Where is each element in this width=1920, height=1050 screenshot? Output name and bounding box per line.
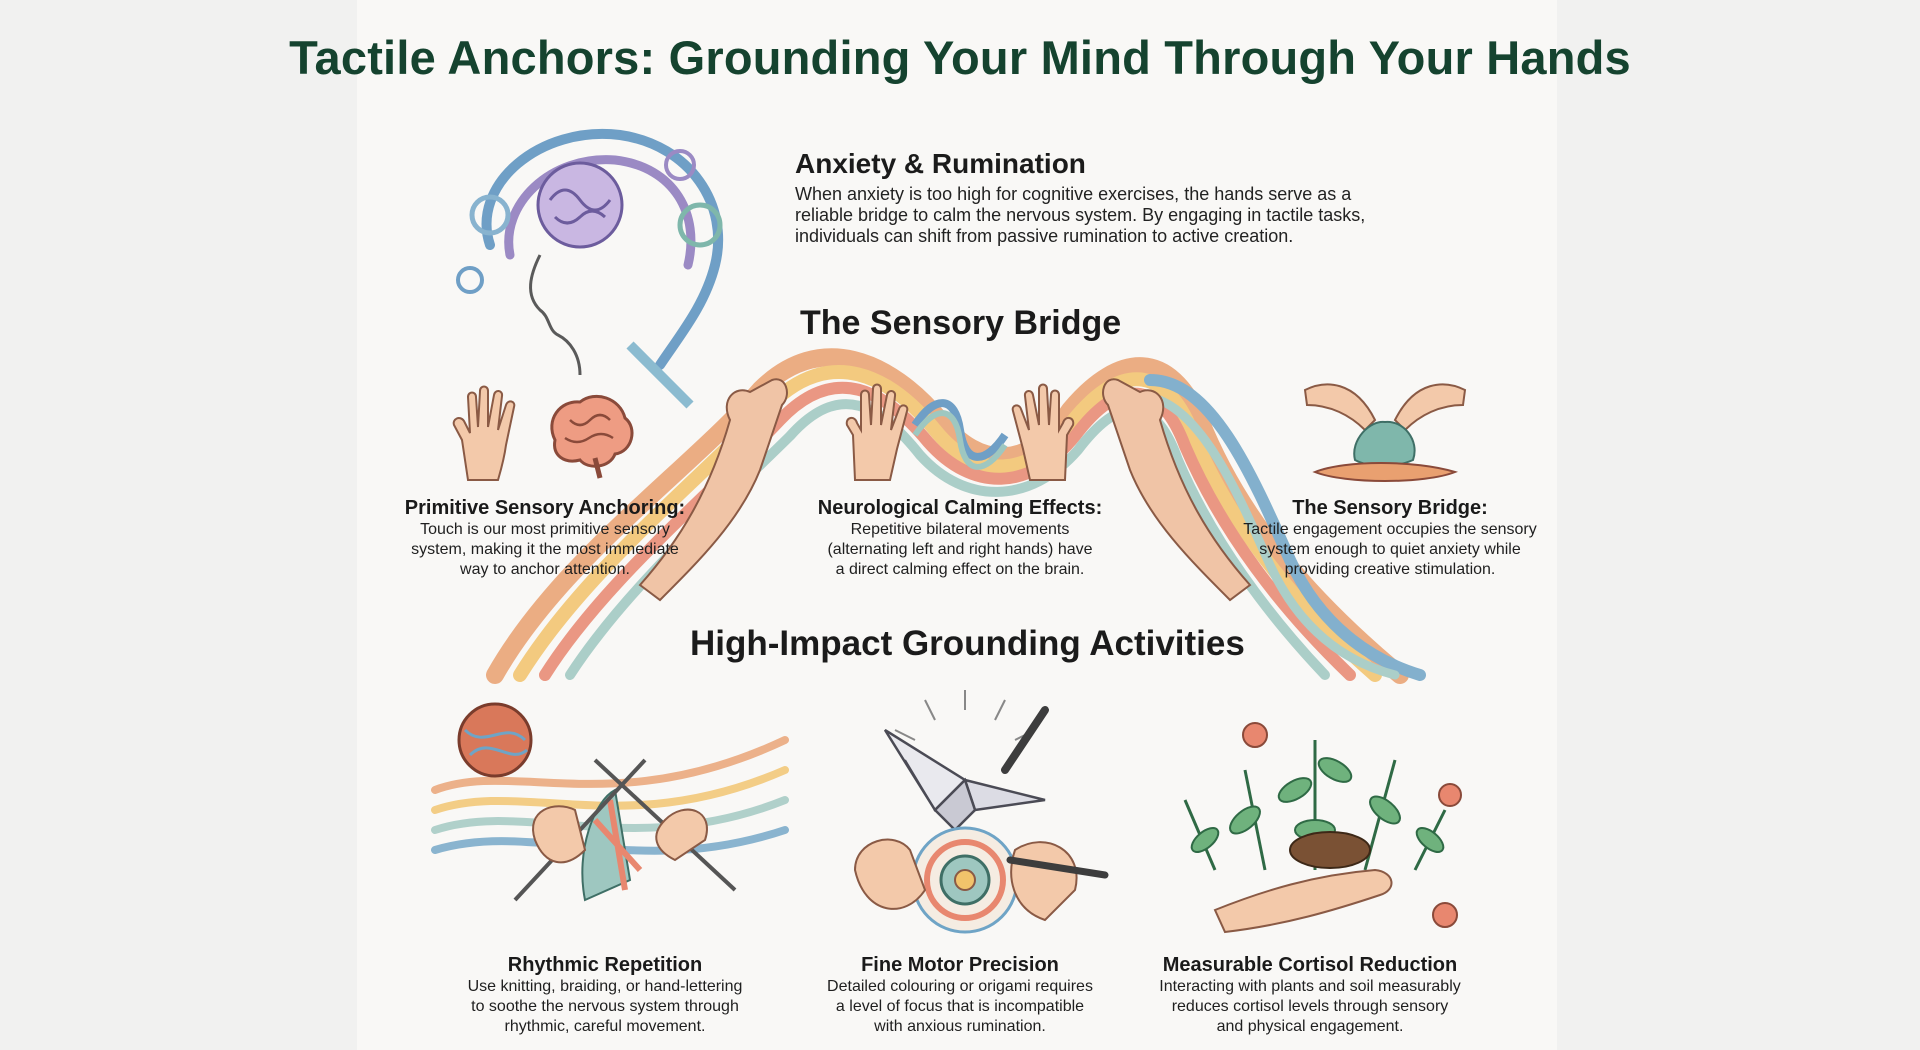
activity-cortisol-reduction: Measurable Cortisol Reduction Interactin… <box>1140 953 1480 1037</box>
activity-title: Measurable Cortisol Reduction <box>1162 954 1458 976</box>
activity-line: with anxious rumination. <box>874 1018 1046 1035</box>
activity-title: Fine Motor Precision <box>861 954 1059 976</box>
head-swirl-icon <box>456 128 724 409</box>
bridge-item-line: a direct calming effect on the brain. <box>835 561 1085 578</box>
anxiety-heading: Anxiety & Rumination <box>795 148 1086 179</box>
bridge-item-line: Touch is our most primitive sensory <box>420 521 670 538</box>
activity-line: reduces cortisol levels through sensory <box>1171 998 1449 1015</box>
yarn-knitting-icon <box>431 702 789 902</box>
activity-line: rhythmic, careful movement. <box>504 1018 706 1035</box>
activity-line: Interacting with plants and soil measura… <box>1159 978 1461 995</box>
bridge-item-title: Primitive Sensory Anchoring: <box>404 497 686 519</box>
bridge-item-title: Neurological Calming Effects: <box>817 497 1103 519</box>
bridge-item-line: providing creative stimulation. <box>1284 561 1496 578</box>
sensory-bridge-heading: The Sensory Bridge <box>800 304 1122 342</box>
activity-rhythmic-repetition: Rhythmic Repetition Use knitting, braidi… <box>440 953 770 1037</box>
hand-icon <box>452 385 516 481</box>
activity-line: and physical engagement. <box>1216 1018 1404 1035</box>
bridge-item-line: system, making it the most immediate <box>411 541 679 558</box>
bridge-item-title: The Sensory Bridge: <box>1292 497 1488 519</box>
bridge-item-line: (alternating left and right hands) have <box>827 541 1093 558</box>
bridge-item-primitive-anchoring: Primitive Sensory Anchoring: Touch is ou… <box>395 496 695 580</box>
activity-fine-motor-precision: Fine Motor Precision Detailed colouring … <box>800 953 1120 1037</box>
brain-icon <box>550 394 634 479</box>
anxiety-text: When anxiety is too high for cognitive e… <box>795 184 1415 247</box>
activity-title: Rhythmic Repetition <box>507 954 703 976</box>
bridge-item-line: system enough to quiet anxiety while <box>1259 541 1521 558</box>
clay-hands-icon <box>1303 383 1467 482</box>
activity-line: to soothe the nervous system through <box>471 998 739 1015</box>
bridge-item-neurological-calming: Neurological Calming Effects: Repetitive… <box>800 496 1120 580</box>
bridge-item-line: way to anchor attention. <box>460 561 630 578</box>
activities-heading: High-Impact Grounding Activities <box>690 624 1245 663</box>
plants-soil-icon <box>1183 722 1462 934</box>
bridge-item-line: Tactile engagement occupies the sensory <box>1243 521 1537 538</box>
activity-line: a level of focus that is incompatible <box>835 998 1085 1015</box>
anxiety-line: When anxiety is too high for cognitive e… <box>795 184 1352 204</box>
page-title: Tactile Anchors: Grounding Your Mind Thr… <box>289 31 1631 84</box>
anxiety-line: individuals can shift from passive rumin… <box>795 226 1294 246</box>
activity-line: Detailed colouring or origami requires <box>827 978 1093 995</box>
activity-line: Use knitting, braiding, or hand-letterin… <box>467 978 743 995</box>
origami-crane-icon <box>853 690 1109 934</box>
bridge-item-line: Repetitive bilateral movements <box>850 521 1070 538</box>
bilateral-hands-icon <box>845 383 1075 481</box>
bridge-item-sensory-bridge: The Sensory Bridge: Tactile engagement o… <box>1230 496 1550 580</box>
anxiety-line: reliable bridge to calm the nervous syst… <box>795 205 1366 225</box>
